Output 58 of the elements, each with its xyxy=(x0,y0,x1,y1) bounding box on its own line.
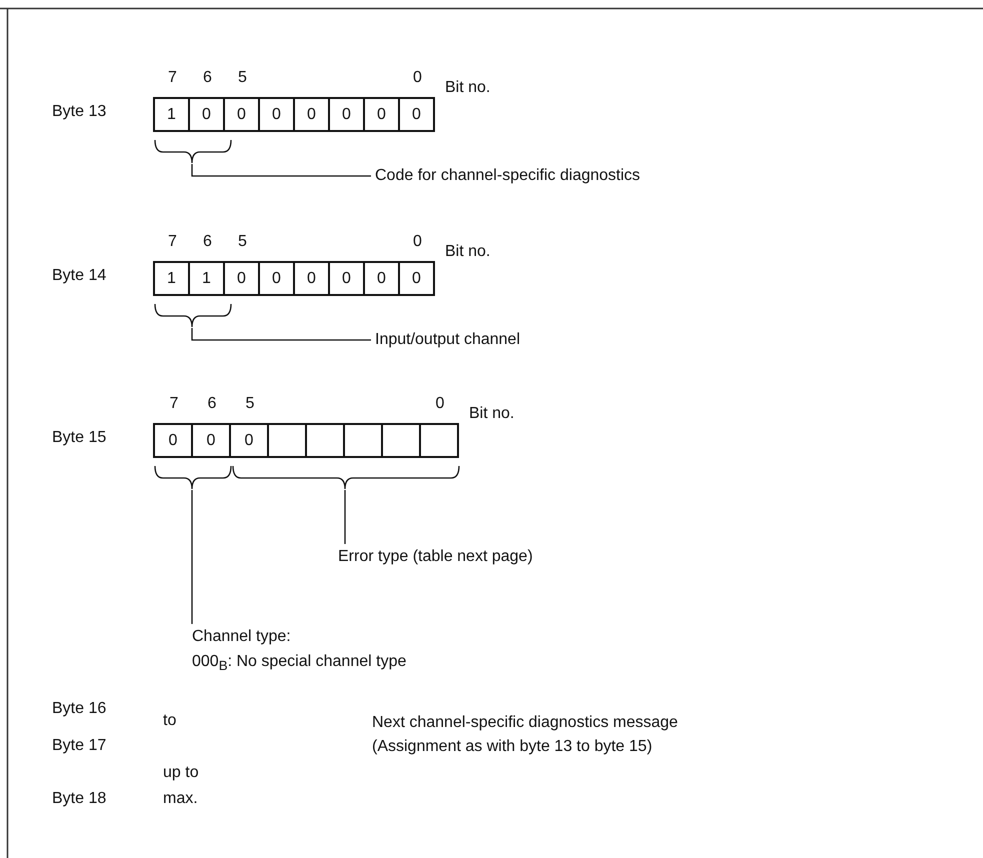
range-word: up to xyxy=(163,763,199,782)
range-word: to xyxy=(163,711,176,730)
leader-line xyxy=(191,328,371,341)
bit-cell xyxy=(419,423,459,458)
leader-line xyxy=(344,490,346,544)
byte-label: Byte 13 xyxy=(52,102,106,121)
bit-cell: 1 xyxy=(188,261,225,296)
bit-cell: 0 xyxy=(363,97,400,132)
bit-cell xyxy=(343,423,383,458)
bit-cell: 0 xyxy=(191,423,231,458)
bit-cell xyxy=(305,423,345,458)
bit-cell: 0 xyxy=(293,97,330,132)
byte-label: Byte 15 xyxy=(52,428,106,447)
bit-number: 6 xyxy=(203,68,212,87)
bit-number: 0 xyxy=(413,232,422,251)
bit-number: 5 xyxy=(238,232,247,251)
note-text: Next channel-specific diagnostics message (Assignment as with byte 13 to byte 15) xyxy=(372,713,679,757)
bit-cell: 0 xyxy=(398,97,435,132)
bit-cell: 0 xyxy=(223,261,260,296)
bit-cell: 0 xyxy=(258,261,295,296)
byte-label: Byte 14 xyxy=(52,266,106,285)
bit-cell xyxy=(381,423,421,458)
bit-cell: 0 xyxy=(153,423,193,458)
bit-cell: 0 xyxy=(293,261,330,296)
bit-number: 7 xyxy=(168,232,177,251)
annotation-text: Code for channel-specific diagnostics xyxy=(375,166,640,185)
byte-label: Byte 18 xyxy=(52,789,106,808)
bit-number-caption: Bit no. xyxy=(445,78,490,97)
bit-cell: 1 xyxy=(153,261,190,296)
bit-cell: 0 xyxy=(229,423,269,458)
annotation-heading: Channel type: xyxy=(192,627,292,646)
bit-number: 5 xyxy=(246,394,254,413)
leader-line xyxy=(191,490,193,624)
bit-number: 6 xyxy=(203,232,212,251)
bit-cell: 0 xyxy=(188,97,225,132)
bit-cell: 0 xyxy=(258,97,295,132)
bit-number-caption: Bit no. xyxy=(445,242,490,261)
bit-cell: 0 xyxy=(328,261,365,296)
bit-cell xyxy=(267,423,307,458)
bit-number: 6 xyxy=(208,394,216,413)
leader-line xyxy=(191,164,371,177)
bit-cell: 0 xyxy=(363,261,400,296)
byte-label: Byte 17 xyxy=(52,736,106,755)
bit-number: 0 xyxy=(413,68,422,87)
byte-label: Byte 16 xyxy=(52,699,106,718)
bit-cell: 0 xyxy=(328,97,365,132)
bit-number: 7 xyxy=(168,68,177,87)
bit-cell: 1 xyxy=(153,97,190,132)
annotation-text: Error type (table next page) xyxy=(338,547,533,566)
bit-cell: 0 xyxy=(223,97,260,132)
annotation-text: 000$_{B}$: No special channel type xyxy=(192,652,406,676)
bit-number-caption: Bit no. xyxy=(469,404,514,423)
bit-number: 5 xyxy=(238,68,247,87)
bit-number: 7 xyxy=(170,394,178,413)
bit-cell: 0 xyxy=(398,261,435,296)
annotation-text: Input/output channel xyxy=(375,330,520,349)
bit-number: 0 xyxy=(436,394,444,413)
range-word: max. xyxy=(163,789,198,808)
